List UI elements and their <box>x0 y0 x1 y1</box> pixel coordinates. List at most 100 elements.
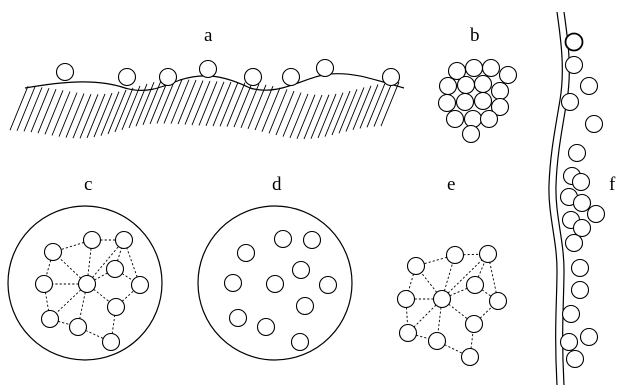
particle <box>106 297 126 317</box>
particle <box>561 304 581 324</box>
hatch-line <box>79 94 99 139</box>
hatch-line <box>338 89 358 134</box>
particle <box>55 62 75 82</box>
particle <box>461 124 481 144</box>
panel-f-particles <box>559 32 606 369</box>
hatch-line <box>100 91 120 136</box>
hatch-line <box>240 83 260 128</box>
hatch-line <box>352 85 372 130</box>
panel-a-surface-line <box>24 73 405 92</box>
hatch-line <box>114 87 134 133</box>
particle <box>584 114 604 134</box>
panel-e-network <box>396 244 508 367</box>
particle <box>318 275 338 295</box>
particle <box>455 92 475 112</box>
hatch-line <box>212 81 232 127</box>
particle <box>570 280 590 300</box>
particle <box>488 291 508 311</box>
particle <box>68 317 88 337</box>
particle <box>198 59 218 79</box>
hatch-line <box>128 83 148 129</box>
particle <box>564 233 584 253</box>
particle <box>473 91 493 111</box>
particle <box>82 230 102 250</box>
particle <box>572 193 592 213</box>
hatch-line <box>261 87 281 132</box>
bond <box>86 239 125 285</box>
particle <box>437 93 457 113</box>
hatch-line <box>303 94 323 140</box>
hatch-line <box>170 79 190 124</box>
particle <box>77 274 97 294</box>
hatch-line <box>198 81 218 126</box>
hatch-line <box>233 82 253 128</box>
particle <box>445 245 465 265</box>
particle <box>463 109 483 129</box>
hatch-line <box>247 84 267 129</box>
hatch-line <box>226 82 246 127</box>
particle <box>130 275 150 295</box>
panel-d-label: d <box>272 174 282 195</box>
panel-c-particles <box>34 230 150 352</box>
particle <box>236 243 256 263</box>
panel-f-membrane-line-right <box>555 11 570 385</box>
particle <box>265 274 285 294</box>
hatch-line <box>65 93 85 138</box>
particle <box>105 259 125 279</box>
hatch-line <box>310 94 330 139</box>
particle <box>40 309 60 329</box>
hatch-line <box>51 91 71 136</box>
particle <box>295 296 315 316</box>
panel-c-container <box>7 205 163 361</box>
particle <box>570 258 590 278</box>
panel-a-label: a <box>204 25 213 46</box>
hatch-line <box>156 79 176 124</box>
particle <box>432 289 452 309</box>
particle <box>498 65 518 85</box>
particle <box>243 67 263 87</box>
particle <box>315 58 335 78</box>
particle <box>481 58 501 78</box>
panel-f-label: f <box>609 174 616 195</box>
panel-b-aggregate <box>437 58 518 144</box>
hatch-line <box>331 90 351 136</box>
hatch-line <box>359 84 379 129</box>
hatch-line <box>205 81 225 126</box>
particle <box>586 204 606 224</box>
panel-b-label: b <box>470 25 480 46</box>
particle <box>101 332 121 352</box>
particle <box>228 308 248 328</box>
hatch-line <box>219 82 239 127</box>
panel-c-label: c <box>84 174 92 195</box>
panel-d-container <box>197 205 353 361</box>
particle <box>256 317 276 337</box>
particle <box>43 242 63 262</box>
hatch-line <box>37 89 57 134</box>
hatch-line <box>107 89 127 135</box>
hatch-line <box>268 89 288 134</box>
hatch-line <box>324 92 344 137</box>
hatch-line <box>72 93 92 139</box>
hatch-line <box>373 82 393 127</box>
particle <box>290 332 310 352</box>
panel-a-hatching <box>9 79 400 140</box>
hatch-line <box>345 87 365 132</box>
hatch-line <box>163 79 183 124</box>
hatch-line <box>275 90 295 136</box>
panel-f-membrane <box>548 11 606 385</box>
bond <box>86 239 93 285</box>
particle-highlighted <box>564 32 584 52</box>
hatch-line <box>254 85 274 131</box>
bond <box>77 283 88 328</box>
particle <box>447 61 467 81</box>
hatch-line <box>191 80 211 126</box>
hatch-line <box>30 88 50 133</box>
particle <box>427 331 447 351</box>
particle <box>565 349 585 369</box>
particle <box>564 55 584 75</box>
particle <box>438 76 458 96</box>
particle <box>223 273 243 293</box>
panel-e-label: e <box>447 174 455 195</box>
hatch-line <box>149 79 169 125</box>
